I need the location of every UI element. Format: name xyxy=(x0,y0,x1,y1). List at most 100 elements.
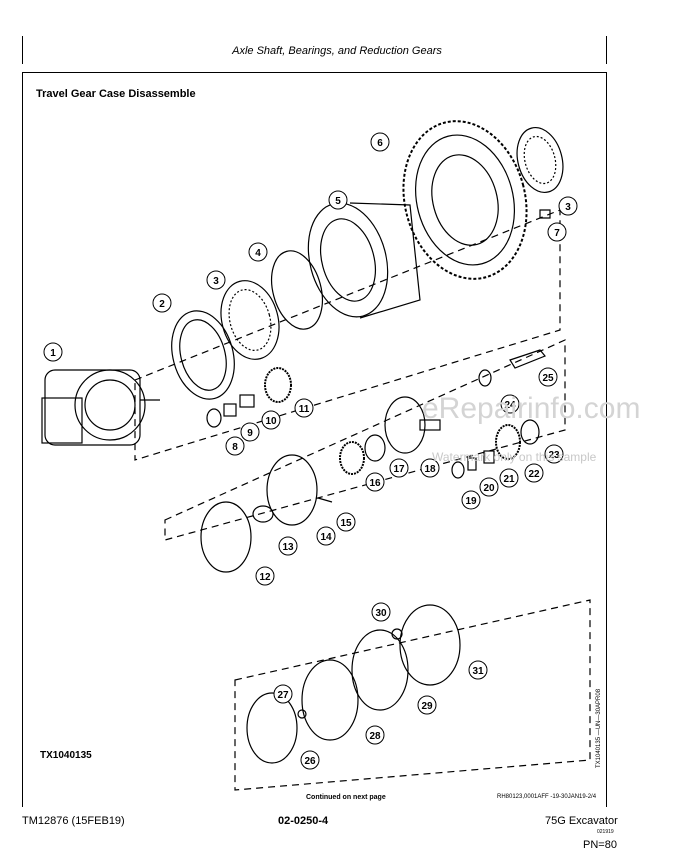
needle-bearing-drawing xyxy=(239,394,255,408)
footer-model: 75G Excavator xyxy=(545,815,618,827)
continued-note: Continued on next page xyxy=(306,794,386,801)
travel-motor-drawing xyxy=(41,369,160,446)
svg-text:23: 23 xyxy=(548,450,560,461)
svg-text:5: 5 xyxy=(335,196,341,207)
section-header: Axle Shaft, Bearings, and Reduction Gear… xyxy=(232,45,442,57)
callout-21: 21 xyxy=(499,468,519,488)
bearing-right-drawing xyxy=(516,127,564,193)
callout-13: 13 xyxy=(278,536,298,556)
snap-ring-drawing xyxy=(364,434,386,462)
callout-22: 22 xyxy=(524,463,544,483)
svg-text:30: 30 xyxy=(375,608,387,619)
svg-text:3: 3 xyxy=(565,202,571,213)
svg-text:31: 31 xyxy=(472,666,484,677)
cover-drawing xyxy=(351,629,409,711)
svg-text:16: 16 xyxy=(369,478,381,489)
bearing-drawing xyxy=(220,280,280,360)
plate-drawing xyxy=(252,505,274,523)
callout-28: 28 xyxy=(365,725,385,745)
callout-12: 12 xyxy=(255,566,275,586)
callout-26: 26 xyxy=(300,750,320,770)
svg-text:19: 19 xyxy=(465,496,477,507)
plug-drawing xyxy=(391,628,403,640)
callout-25: 25 xyxy=(538,367,558,387)
thrust-plate-drawing xyxy=(223,403,237,417)
needle-drawing xyxy=(467,457,477,471)
reference-code: RH80123,0001AFF -19-30JAN19-2/4 xyxy=(497,794,597,800)
callout-11: 11 xyxy=(294,398,314,418)
svg-text:18: 18 xyxy=(424,464,436,475)
hub-drawing xyxy=(307,202,421,319)
callout-2: 2 xyxy=(152,293,172,313)
footer-manual: TM12876 (15FEB19) xyxy=(22,815,125,827)
callout-1: 1 xyxy=(43,342,63,362)
svg-text:13: 13 xyxy=(282,542,294,553)
svg-text:8: 8 xyxy=(232,442,238,453)
assembly-guide-lower xyxy=(234,599,591,791)
callout-3: 3 xyxy=(206,270,226,290)
svg-text:25: 25 xyxy=(542,373,554,384)
callout-17: 17 xyxy=(389,458,409,478)
svg-text:11: 11 xyxy=(299,404,310,415)
bolt-drawing xyxy=(539,209,551,219)
o-ring-drawing xyxy=(271,250,323,330)
footer-page-number: 02-0250-4 xyxy=(278,815,329,827)
thrust-washer-drawing xyxy=(451,461,465,479)
svg-text:7: 7 xyxy=(554,228,560,239)
svg-text:27: 27 xyxy=(277,690,289,701)
footer-date-code: 021919 xyxy=(597,829,614,835)
washer-right-drawing xyxy=(520,419,540,445)
gear-spacer-drawing xyxy=(483,450,495,464)
callout-31: 31 xyxy=(468,660,488,680)
callout-23: 23 xyxy=(544,444,564,464)
pin-drawing xyxy=(317,497,333,503)
svg-text:24: 24 xyxy=(504,400,516,411)
callout-27: 27 xyxy=(273,684,293,704)
shaft-drawing xyxy=(509,349,546,369)
callout-18: 18 xyxy=(420,458,440,478)
svg-text:6: 6 xyxy=(377,138,383,149)
svg-text:22: 22 xyxy=(528,469,540,480)
watermark-text: eRepairinfo.com xyxy=(422,392,641,425)
callout-3b: 3 xyxy=(558,196,578,216)
sprocket-drawing xyxy=(402,120,528,280)
svg-text:17: 17 xyxy=(393,464,405,475)
spacer-drawing xyxy=(478,369,492,387)
footer-pn: PN=80 xyxy=(583,839,617,851)
svg-text:10: 10 xyxy=(265,416,277,427)
svg-text:4: 4 xyxy=(255,248,261,259)
pin-bottom-drawing xyxy=(297,709,307,719)
svg-text:1: 1 xyxy=(50,348,56,359)
seal-drawing xyxy=(171,310,235,400)
thrust-ring-drawing xyxy=(200,501,252,573)
figure-id: TX1040135 xyxy=(40,750,92,761)
figure-panel xyxy=(22,72,607,807)
side-code: TX1040135 —UN—30APR08 xyxy=(596,688,602,768)
callout-5: 5 xyxy=(328,190,348,210)
planet-gear-right-drawing xyxy=(495,424,521,460)
svg-text:2: 2 xyxy=(159,299,165,310)
callout-14: 14 xyxy=(316,526,336,546)
svg-text:9: 9 xyxy=(247,428,253,439)
svg-text:15: 15 xyxy=(340,518,352,529)
svg-text:3: 3 xyxy=(213,276,219,287)
callout-15: 15 xyxy=(336,512,356,532)
svg-text:12: 12 xyxy=(259,572,271,583)
assembly-guide-middle xyxy=(164,339,566,541)
callout-29: 29 xyxy=(417,695,437,715)
callout-6: 6 xyxy=(370,132,390,152)
watermark-note: Watermark only on this sample xyxy=(432,450,597,464)
callout-10: 10 xyxy=(261,410,281,430)
carrier-ring-drawing xyxy=(266,454,318,526)
callout-24: 24 xyxy=(500,394,520,414)
svg-text:20: 20 xyxy=(483,483,495,494)
washer-drawing xyxy=(206,408,222,428)
callout-16: 16 xyxy=(365,472,385,492)
assembly-guide-upper xyxy=(134,209,561,461)
plate-bottom-drawing xyxy=(246,692,298,764)
callout-9: 9 xyxy=(240,422,260,442)
sun-gear-drawing xyxy=(339,441,365,475)
header-frame xyxy=(22,36,607,64)
svg-text:26: 26 xyxy=(304,756,316,767)
carrier-drawing xyxy=(384,396,441,454)
